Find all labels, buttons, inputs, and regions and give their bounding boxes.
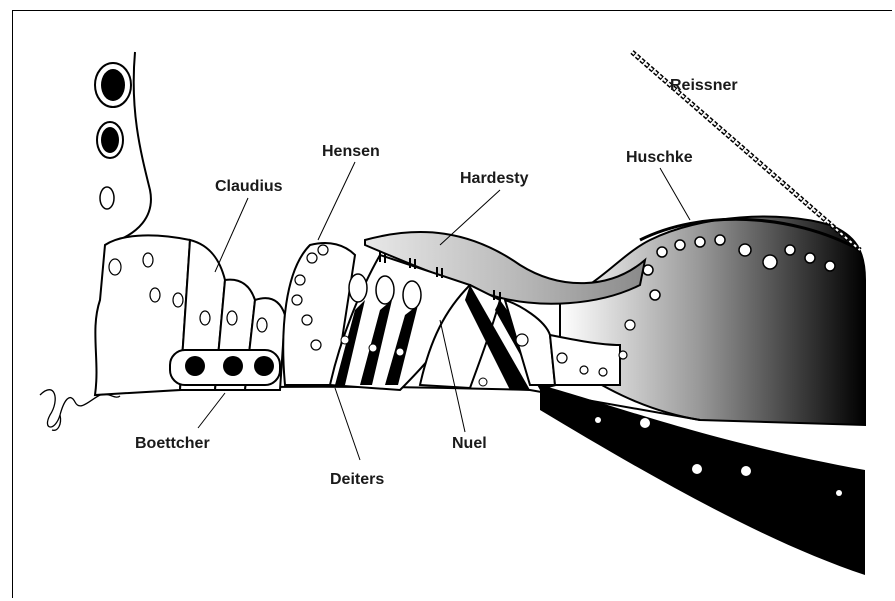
spiral-limbus xyxy=(560,217,865,425)
label-hensen: Hensen xyxy=(322,143,380,160)
label-nuel: Nuel xyxy=(452,435,487,452)
signature-mark xyxy=(40,390,120,431)
label-huschke: Huschke xyxy=(626,149,693,166)
label-deiters: Deiters xyxy=(330,471,384,488)
label-boettcher: Boettcher xyxy=(135,435,210,452)
boettcher-cells xyxy=(170,350,280,385)
label-reissner: Reissner xyxy=(670,77,738,94)
label-claudius: Claudius xyxy=(215,178,283,195)
ligament-nuclei xyxy=(95,63,131,209)
label-hardesty: Hardesty xyxy=(460,170,529,187)
